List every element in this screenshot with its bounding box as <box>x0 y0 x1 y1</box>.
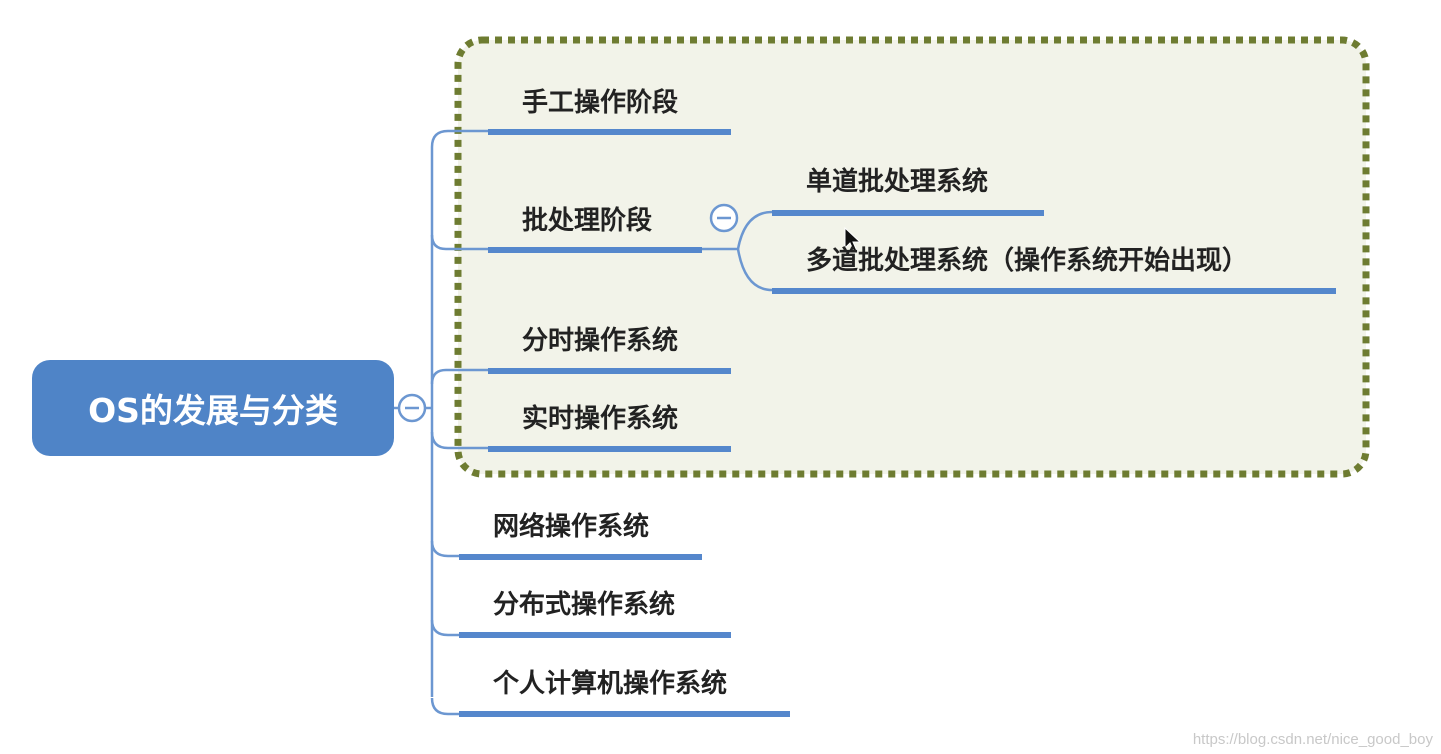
underline-branch-5 <box>459 554 702 560</box>
watermark-text: https://blog.csdn.net/nice_good_boy <box>1192 731 1433 748</box>
underline-branch-6 <box>459 632 731 638</box>
connector-branch-5 <box>430 540 459 558</box>
branch-label-network[interactable]: 网络操作系统 <box>493 512 650 542</box>
sub-label-single-batch[interactable]: 单道批处理系统 <box>806 167 989 197</box>
underline-branch-4 <box>488 446 731 452</box>
connector-sub-1 <box>736 210 773 250</box>
underline-sub-2 <box>772 288 1336 294</box>
boundary-highlight <box>454 36 1370 478</box>
branch-label-distributed[interactable]: 分布式操作系统 <box>493 590 676 620</box>
underline-sub-1 <box>772 210 1044 216</box>
connector-branch-4 <box>430 431 488 450</box>
connector-branch-6 <box>430 619 459 637</box>
connector-branch-7 <box>430 697 459 716</box>
underline-branch-1 <box>488 129 731 135</box>
underline-branch-2 <box>488 247 702 253</box>
collapse-toggle-root[interactable] <box>397 393 427 423</box>
connector-branch-1 <box>430 129 488 148</box>
connector-branch-3 <box>430 368 488 385</box>
underline-branch-3 <box>488 368 731 374</box>
root-node[interactable]: OS的发展与分类 <box>32 360 394 456</box>
collapse-toggle-batch[interactable] <box>709 203 739 233</box>
branch-label-manual[interactable]: 手工操作阶段 <box>522 88 679 118</box>
underlines <box>459 129 1336 717</box>
branch-label-timesharing[interactable]: 分时操作系统 <box>522 326 679 356</box>
sub-label-multi-batch[interactable]: 多道批处理系统（操作系统开始出现） <box>806 246 1249 276</box>
mouse-cursor-icon <box>844 226 862 253</box>
branch-label-personal[interactable]: 个人计算机操作系统 <box>493 669 728 699</box>
branch-label-realtime[interactable]: 实时操作系统 <box>522 404 679 434</box>
root-node-label: OS的发展与分类 <box>88 391 338 430</box>
connectors <box>394 129 773 716</box>
underline-branch-7 <box>459 711 790 717</box>
connector-sub-2 <box>736 248 773 292</box>
branch-label-batch[interactable]: 批处理阶段 <box>522 206 653 236</box>
connector-branch-2 <box>430 234 488 251</box>
